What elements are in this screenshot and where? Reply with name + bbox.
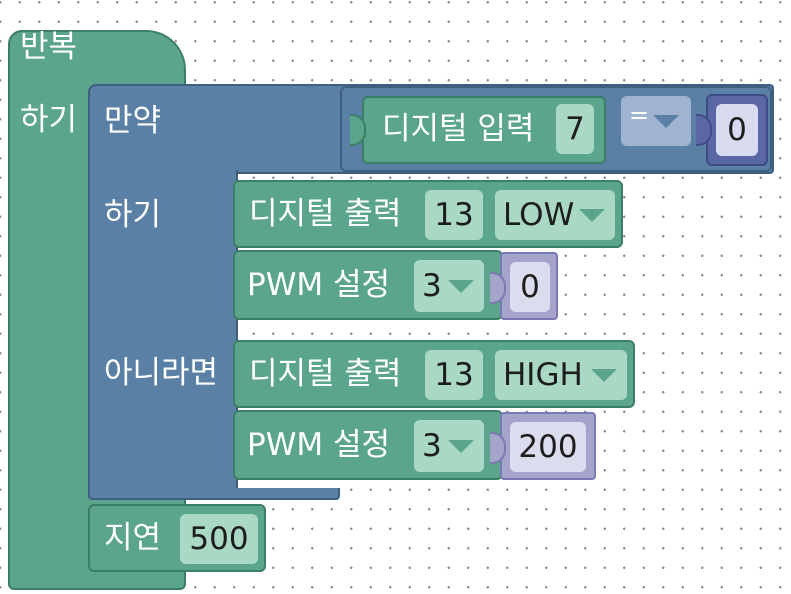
else-digital-write-state: HIGH (503, 357, 583, 393)
repeat-block-arm (88, 82, 184, 85)
operator-dropdown[interactable]: = (621, 96, 691, 146)
then-label: 하기 (104, 197, 162, 233)
operator-value: = (629, 101, 650, 129)
delay-label: 지연 (104, 520, 162, 556)
else-digital-write-pin-field[interactable]: 13 (425, 350, 483, 400)
then-digital-write-state: LOW (503, 197, 575, 233)
else-pwm-pin: 3 (422, 428, 442, 464)
else-pwm-value-field[interactable]: 200 (510, 422, 586, 472)
then-digital-write-label: 디지털 출력 (249, 196, 402, 232)
then-pwm-label: PWM 설정 (247, 267, 390, 303)
else-digital-write-label: 디지털 출력 (249, 356, 402, 392)
then-pwm-pin: 3 (422, 268, 442, 304)
then-pwm-value-field[interactable]: 0 (510, 262, 550, 312)
then-digital-write-pin-field[interactable]: 13 (425, 190, 483, 240)
chevron-down-icon (579, 209, 605, 222)
else-digital-write-state-dropdown[interactable]: HIGH (495, 350, 627, 400)
else-pwm-pin-dropdown[interactable]: 3 (414, 420, 484, 472)
digital-read-label: 디지털 입력 (382, 111, 535, 147)
repeat-do-label: 하기 (20, 102, 78, 138)
chevron-down-icon (653, 115, 679, 128)
chevron-down-icon (591, 369, 617, 382)
if-label: 만약 (104, 103, 162, 139)
delay-value-field[interactable]: 500 (180, 514, 258, 564)
digital-read-pin-field[interactable]: 7 (556, 104, 594, 154)
chevron-down-icon (448, 280, 474, 293)
compare-value-field[interactable]: 0 (716, 104, 758, 156)
chevron-down-icon (448, 440, 474, 453)
if-block-bottom (88, 488, 340, 500)
repeat-title: 반복 (20, 29, 78, 65)
then-pwm-pin-dropdown[interactable]: 3 (414, 260, 484, 312)
then-digital-write-state-dropdown[interactable]: LOW (495, 190, 615, 240)
else-pwm-label: PWM 설정 (247, 427, 390, 463)
else-label: 아니라면 (104, 355, 219, 391)
